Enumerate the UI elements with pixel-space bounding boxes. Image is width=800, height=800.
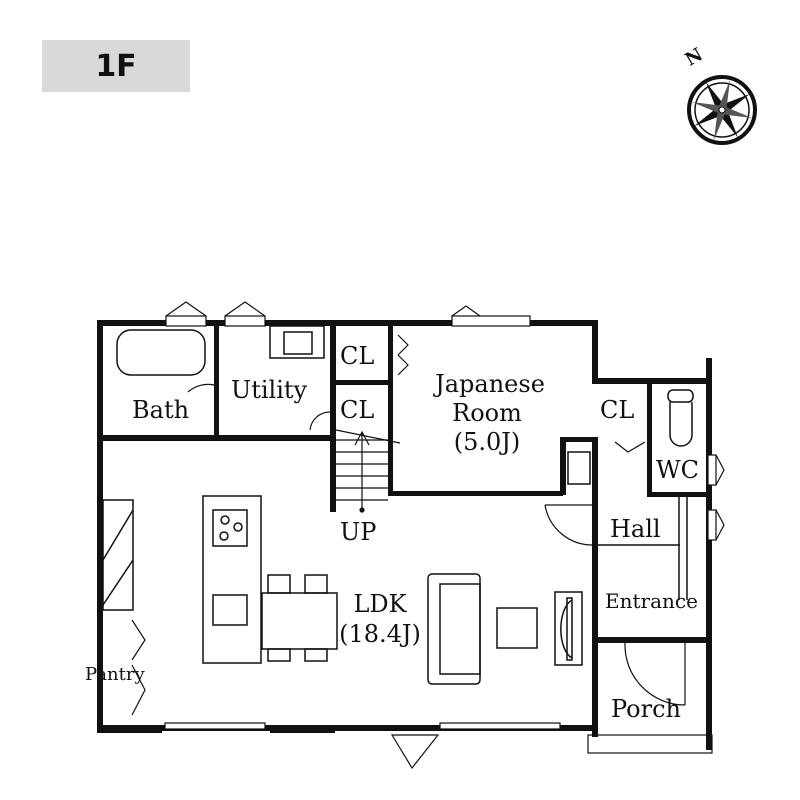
floor-label: 1F — [42, 40, 190, 92]
room-label-wc: WC — [656, 456, 699, 484]
room-labels: Bath Utility CL CL Japanese Room (5.0J) … — [85, 342, 699, 723]
toilet-icon — [667, 389, 694, 403]
room-label-closet-3: CL — [600, 396, 634, 424]
room-label-entrance: Entrance — [605, 589, 698, 613]
room-label-ldk: LDK — [353, 590, 407, 618]
staircase — [336, 430, 388, 513]
compass-north-label: N — [682, 44, 707, 70]
stove-icon — [212, 509, 248, 547]
room-label-japanese-room: Japanese — [432, 370, 545, 398]
room-size-ldk: (18.4J) — [339, 620, 421, 648]
stairs-up-label: UP — [340, 518, 376, 546]
sofa — [427, 573, 481, 685]
room-label-utility: Utility — [231, 376, 308, 404]
windows — [164, 301, 725, 730]
fixtures — [102, 325, 694, 685]
dining-table — [261, 592, 338, 650]
bathtub-icon — [116, 329, 206, 376]
room-label-japanese-room-2: Room — [452, 399, 522, 427]
room-label-pantry: Pantry — [85, 664, 145, 685]
walls — [97, 320, 712, 750]
coffee-table — [496, 607, 538, 649]
hand-sink-icon — [567, 451, 591, 485]
kitchen-counter — [202, 495, 262, 664]
doors[interactable] — [131, 334, 686, 770]
room-label-porch: Porch — [611, 695, 681, 723]
kitchen-sink-icon — [212, 594, 248, 626]
room-label-hall: Hall — [610, 515, 661, 543]
compass-icon: N — [682, 44, 757, 145]
porch-step — [587, 734, 713, 754]
room-label-closet-2: CL — [340, 396, 374, 424]
tv-stand — [554, 591, 583, 666]
room-label-closet-1: CL — [340, 342, 374, 370]
room-label-bath: Bath — [132, 396, 189, 424]
wash-basin-icon — [269, 325, 325, 359]
pantry-shelf — [102, 499, 134, 611]
room-size-japanese: (5.0J) — [454, 428, 521, 456]
